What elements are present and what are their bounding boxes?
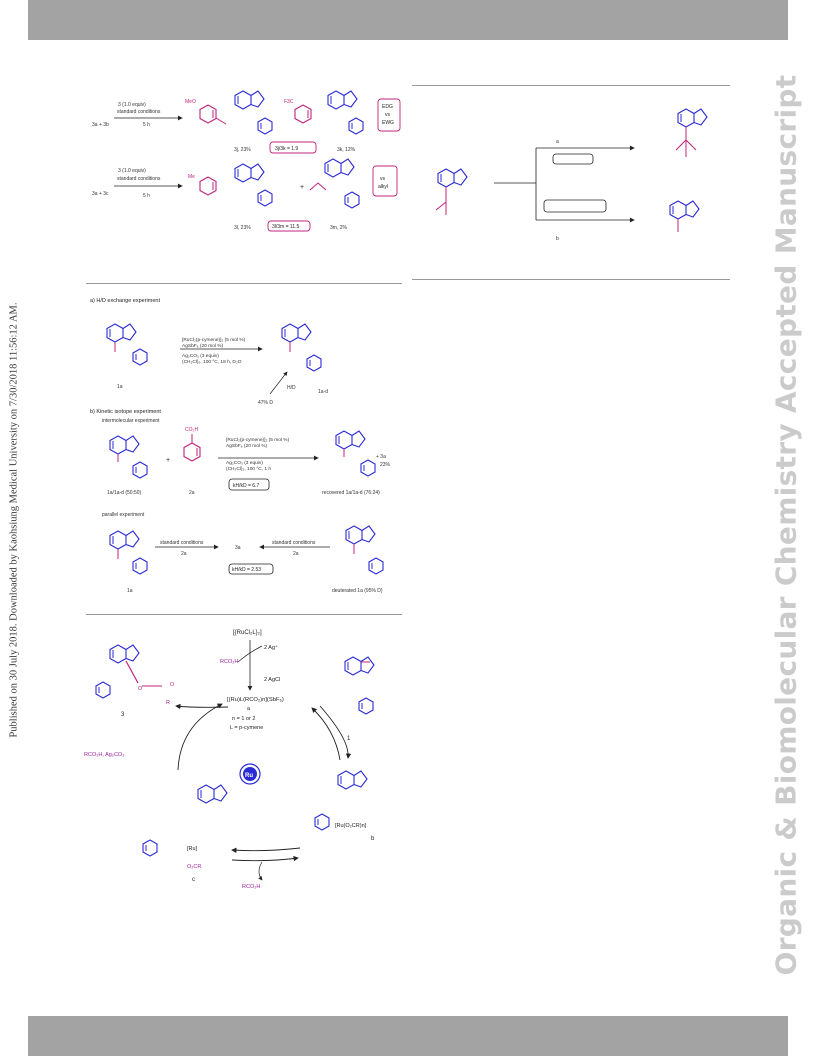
svg-text:[(Ru)L(RCO₂)n](SbF₆): [(Ru)L(RCO₂)n](SbF₆) xyxy=(227,697,284,703)
svg-text:2a: 2a xyxy=(181,551,187,557)
svg-text:O: O xyxy=(138,686,143,692)
svg-text:1: 1 xyxy=(347,736,351,742)
svg-text:EDG: EDG xyxy=(382,104,393,110)
kie-title: b) Kinetic isotope experiment xyxy=(90,409,161,415)
svg-text:AgSbF₆ (20 mol %): AgSbF₆ (20 mol %) xyxy=(226,443,268,449)
svg-text:[Ru(O₂CR)n]: [Ru(O₂CR)n] xyxy=(335,823,367,829)
scheme-competition-top: 3a + 3b 3 (1.0 equiv) standard condition… xyxy=(92,90,401,232)
svg-text:c: c xyxy=(192,877,195,883)
svg-text:Me: Me xyxy=(188,174,195,180)
svg-text:F3C: F3C xyxy=(284,99,294,105)
svg-text:1a/1a-d (50:50): 1a/1a-d (50:50) xyxy=(107,490,142,496)
product-3m-label: 3m, 2% xyxy=(330,225,348,231)
hd-exchange-title: a) H/D exchange experiment xyxy=(90,298,160,304)
figure-hd-kie: a) H/D exchange experiment 1a [RuCl₂(p-c… xyxy=(90,298,391,594)
svg-text:CO₂H: CO₂H xyxy=(185,427,198,433)
svg-text:3 (1.0 equiv): 3 (1.0 equiv) xyxy=(118,102,146,108)
svg-text:vs: vs xyxy=(385,112,391,118)
svg-text:H/D: H/D xyxy=(287,385,296,391)
ratio-box-1 xyxy=(269,141,317,154)
svg-text:vs: vs xyxy=(380,176,386,182)
svg-text:b: b xyxy=(556,236,559,242)
kie-box-1 xyxy=(228,478,270,491)
svg-text:MeO: MeO xyxy=(185,99,196,105)
kie-box-2 xyxy=(228,563,274,575)
ratio-box-2 xyxy=(267,220,311,232)
svg-text:+: + xyxy=(300,184,304,191)
svg-text:standard conditions: standard conditions xyxy=(160,540,204,546)
svg-text:standard conditions: standard conditions xyxy=(117,109,161,115)
svg-text:standard conditions: standard conditions xyxy=(272,540,316,546)
svg-text:Ru: Ru xyxy=(245,773,253,779)
header-bar xyxy=(28,0,788,40)
svg-text:2a: 2a xyxy=(293,551,299,557)
svg-text:3a: 3a xyxy=(235,545,241,551)
footer-bar xyxy=(28,1016,788,1056)
svg-text:a: a xyxy=(247,706,251,712)
scheme-directing-right: a b xyxy=(435,108,708,242)
ratio-3l-3m: 3l/3m = 11.5 xyxy=(272,224,300,230)
svg-text:Ag₂CO₃ (3 equiv): Ag₂CO₃ (3 equiv) xyxy=(226,460,263,466)
svg-text:RCO₂H: RCO₂H xyxy=(242,884,260,890)
svg-text:[RuCl₂(p-cymene)]₂ (5 mol %): [RuCl₂(p-cymene)]₂ (5 mol %) xyxy=(182,337,246,343)
svg-text:3 (1.0 equiv): 3 (1.0 equiv) xyxy=(118,168,146,174)
svg-text:3a + 3b: 3a + 3b xyxy=(92,122,109,128)
svg-text:O₂CR: O₂CR xyxy=(187,864,201,870)
svg-text:+ 3a: + 3a xyxy=(376,454,386,460)
catalytic-cycle: [{RuCl₂L}₂] 2 Ag⁺ RCO₂H 2 AgCl [(Ru)L(RC… xyxy=(84,630,375,890)
svg-text:n = 1 or 2: n = 1 or 2 xyxy=(232,716,255,722)
svg-text:[RuCl₂(p-cymene)]₂ (5 mol %): [RuCl₂(p-cymene)]₂ (5 mol %) xyxy=(226,437,290,443)
figure-divider-2 xyxy=(86,614,402,615)
svg-text:R: R xyxy=(166,700,170,706)
product-3j-label: 3j, 23% xyxy=(234,147,251,153)
figure-divider-1 xyxy=(86,283,402,284)
svg-text:alkyl: alkyl xyxy=(378,184,388,190)
svg-text:AgSbF₆ (20 mol %): AgSbF₆ (20 mol %) xyxy=(182,343,224,349)
svg-text:RCO₂H: RCO₂H xyxy=(220,659,238,665)
scheme-divider-top xyxy=(412,85,730,86)
scheme-divider-bottom xyxy=(412,279,730,280)
svg-text:a: a xyxy=(556,139,559,145)
svg-text:2 AgCl: 2 AgCl xyxy=(264,677,280,683)
svg-text:recovered 1a/1a-d (76:24): recovered 1a/1a-d (76:24) xyxy=(322,490,380,496)
svg-text:2a: 2a xyxy=(189,490,195,496)
svg-text:intermolecular experiment: intermolecular experiment xyxy=(102,418,160,424)
svg-text:O: O xyxy=(170,682,175,688)
svg-text:parallel experiment: parallel experiment xyxy=(102,512,145,518)
svg-text:[Ru]: [Ru] xyxy=(187,846,198,852)
kie-value-2: kH/kD = 2.53 xyxy=(232,567,261,573)
svg-text:1a-d: 1a-d xyxy=(318,389,328,395)
svg-text:L = p-cymene: L = p-cymene xyxy=(230,725,263,731)
svg-text:(CH₂Cl)₂, 100 °C, 1 h: (CH₂Cl)₂, 100 °C, 1 h xyxy=(226,466,271,472)
svg-text:23%: 23% xyxy=(380,462,391,468)
svg-text:3: 3 xyxy=(121,712,125,718)
svg-text:(CH₂Cl)₂, 100 °C, 18 h, D₂O: (CH₂Cl)₂, 100 °C, 18 h, D₂O xyxy=(182,359,242,365)
svg-text:3a + 3c: 3a + 3c xyxy=(92,191,109,197)
svg-text:deuterated 1a (95% D): deuterated 1a (95% D) xyxy=(332,588,383,594)
svg-text:47% D: 47% D xyxy=(258,400,273,406)
side-box-1 xyxy=(377,98,401,132)
kie-value-1: kH/kD = 6.7 xyxy=(233,483,259,489)
ratio-3j-3k: 3j/3k = 1.9 xyxy=(275,146,298,152)
svg-text:[{RuCl₂L}₂]: [{RuCl₂L}₂] xyxy=(233,630,262,636)
product-3l-label: 3l, 23% xyxy=(234,225,251,231)
side-box-2 xyxy=(372,165,398,197)
svg-text:standard conditions: standard conditions xyxy=(117,176,161,182)
reaction-time-1: 5 h xyxy=(143,122,150,128)
svg-text:EWG: EWG xyxy=(382,120,394,126)
svg-text:Ag₂CO₃ (3 equiv): Ag₂CO₃ (3 equiv) xyxy=(182,353,219,359)
svg-text:1a: 1a xyxy=(117,384,123,390)
product-3k-label: 3k, 12% xyxy=(337,147,356,153)
svg-text:RCO₂H, Ag₂CO₃: RCO₂H, Ag₂CO₃ xyxy=(84,752,124,758)
svg-text:2 Ag⁺: 2 Ag⁺ xyxy=(264,644,278,651)
svg-text:b: b xyxy=(371,836,375,842)
svg-text:+: + xyxy=(166,457,170,464)
svg-text:5 h: 5 h xyxy=(143,193,150,199)
svg-text:1a: 1a xyxy=(127,588,133,594)
